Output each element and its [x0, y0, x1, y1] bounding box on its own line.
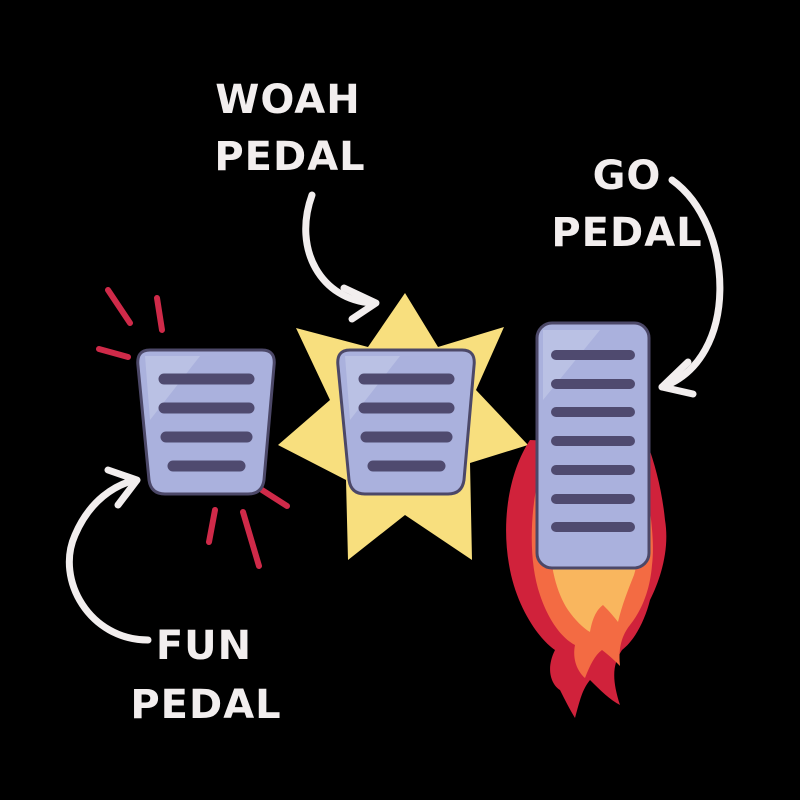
go-label-line1: GO [593, 153, 662, 199]
shake-lines-icon [96, 287, 290, 569]
shake-line [96, 346, 131, 360]
curved-arrow-icon [302, 191, 380, 323]
brake-pedal-icon [336, 348, 476, 496]
woah-label-line1: WOAH [215, 77, 360, 123]
shake-line [105, 287, 133, 326]
shake-line [240, 509, 262, 569]
gas-pedal-icon [535, 321, 651, 570]
curved-arrow-icon [65, 466, 152, 644]
fun-label-line1: FUN [156, 623, 252, 669]
woah-pedal-shine [345, 356, 400, 420]
go-arrow-path [658, 176, 724, 391]
woah-arrow-path [302, 191, 376, 307]
fun-arrow-head [104, 466, 141, 509]
clutch-pedal-icon [136, 348, 276, 496]
shake-line [154, 295, 165, 333]
go-label-line2: PEDAL [551, 210, 702, 256]
shake-line [259, 487, 290, 509]
fun-label-line2: PEDAL [130, 682, 281, 728]
fun-arrow-path [65, 476, 152, 644]
shake-line [206, 507, 218, 545]
go-arrow-head [658, 358, 697, 398]
curved-arrow-icon [658, 176, 724, 398]
woah-label-line2: PEDAL [214, 134, 365, 180]
fun-pedal-shine [145, 356, 200, 420]
woah-arrow-head [340, 284, 380, 323]
